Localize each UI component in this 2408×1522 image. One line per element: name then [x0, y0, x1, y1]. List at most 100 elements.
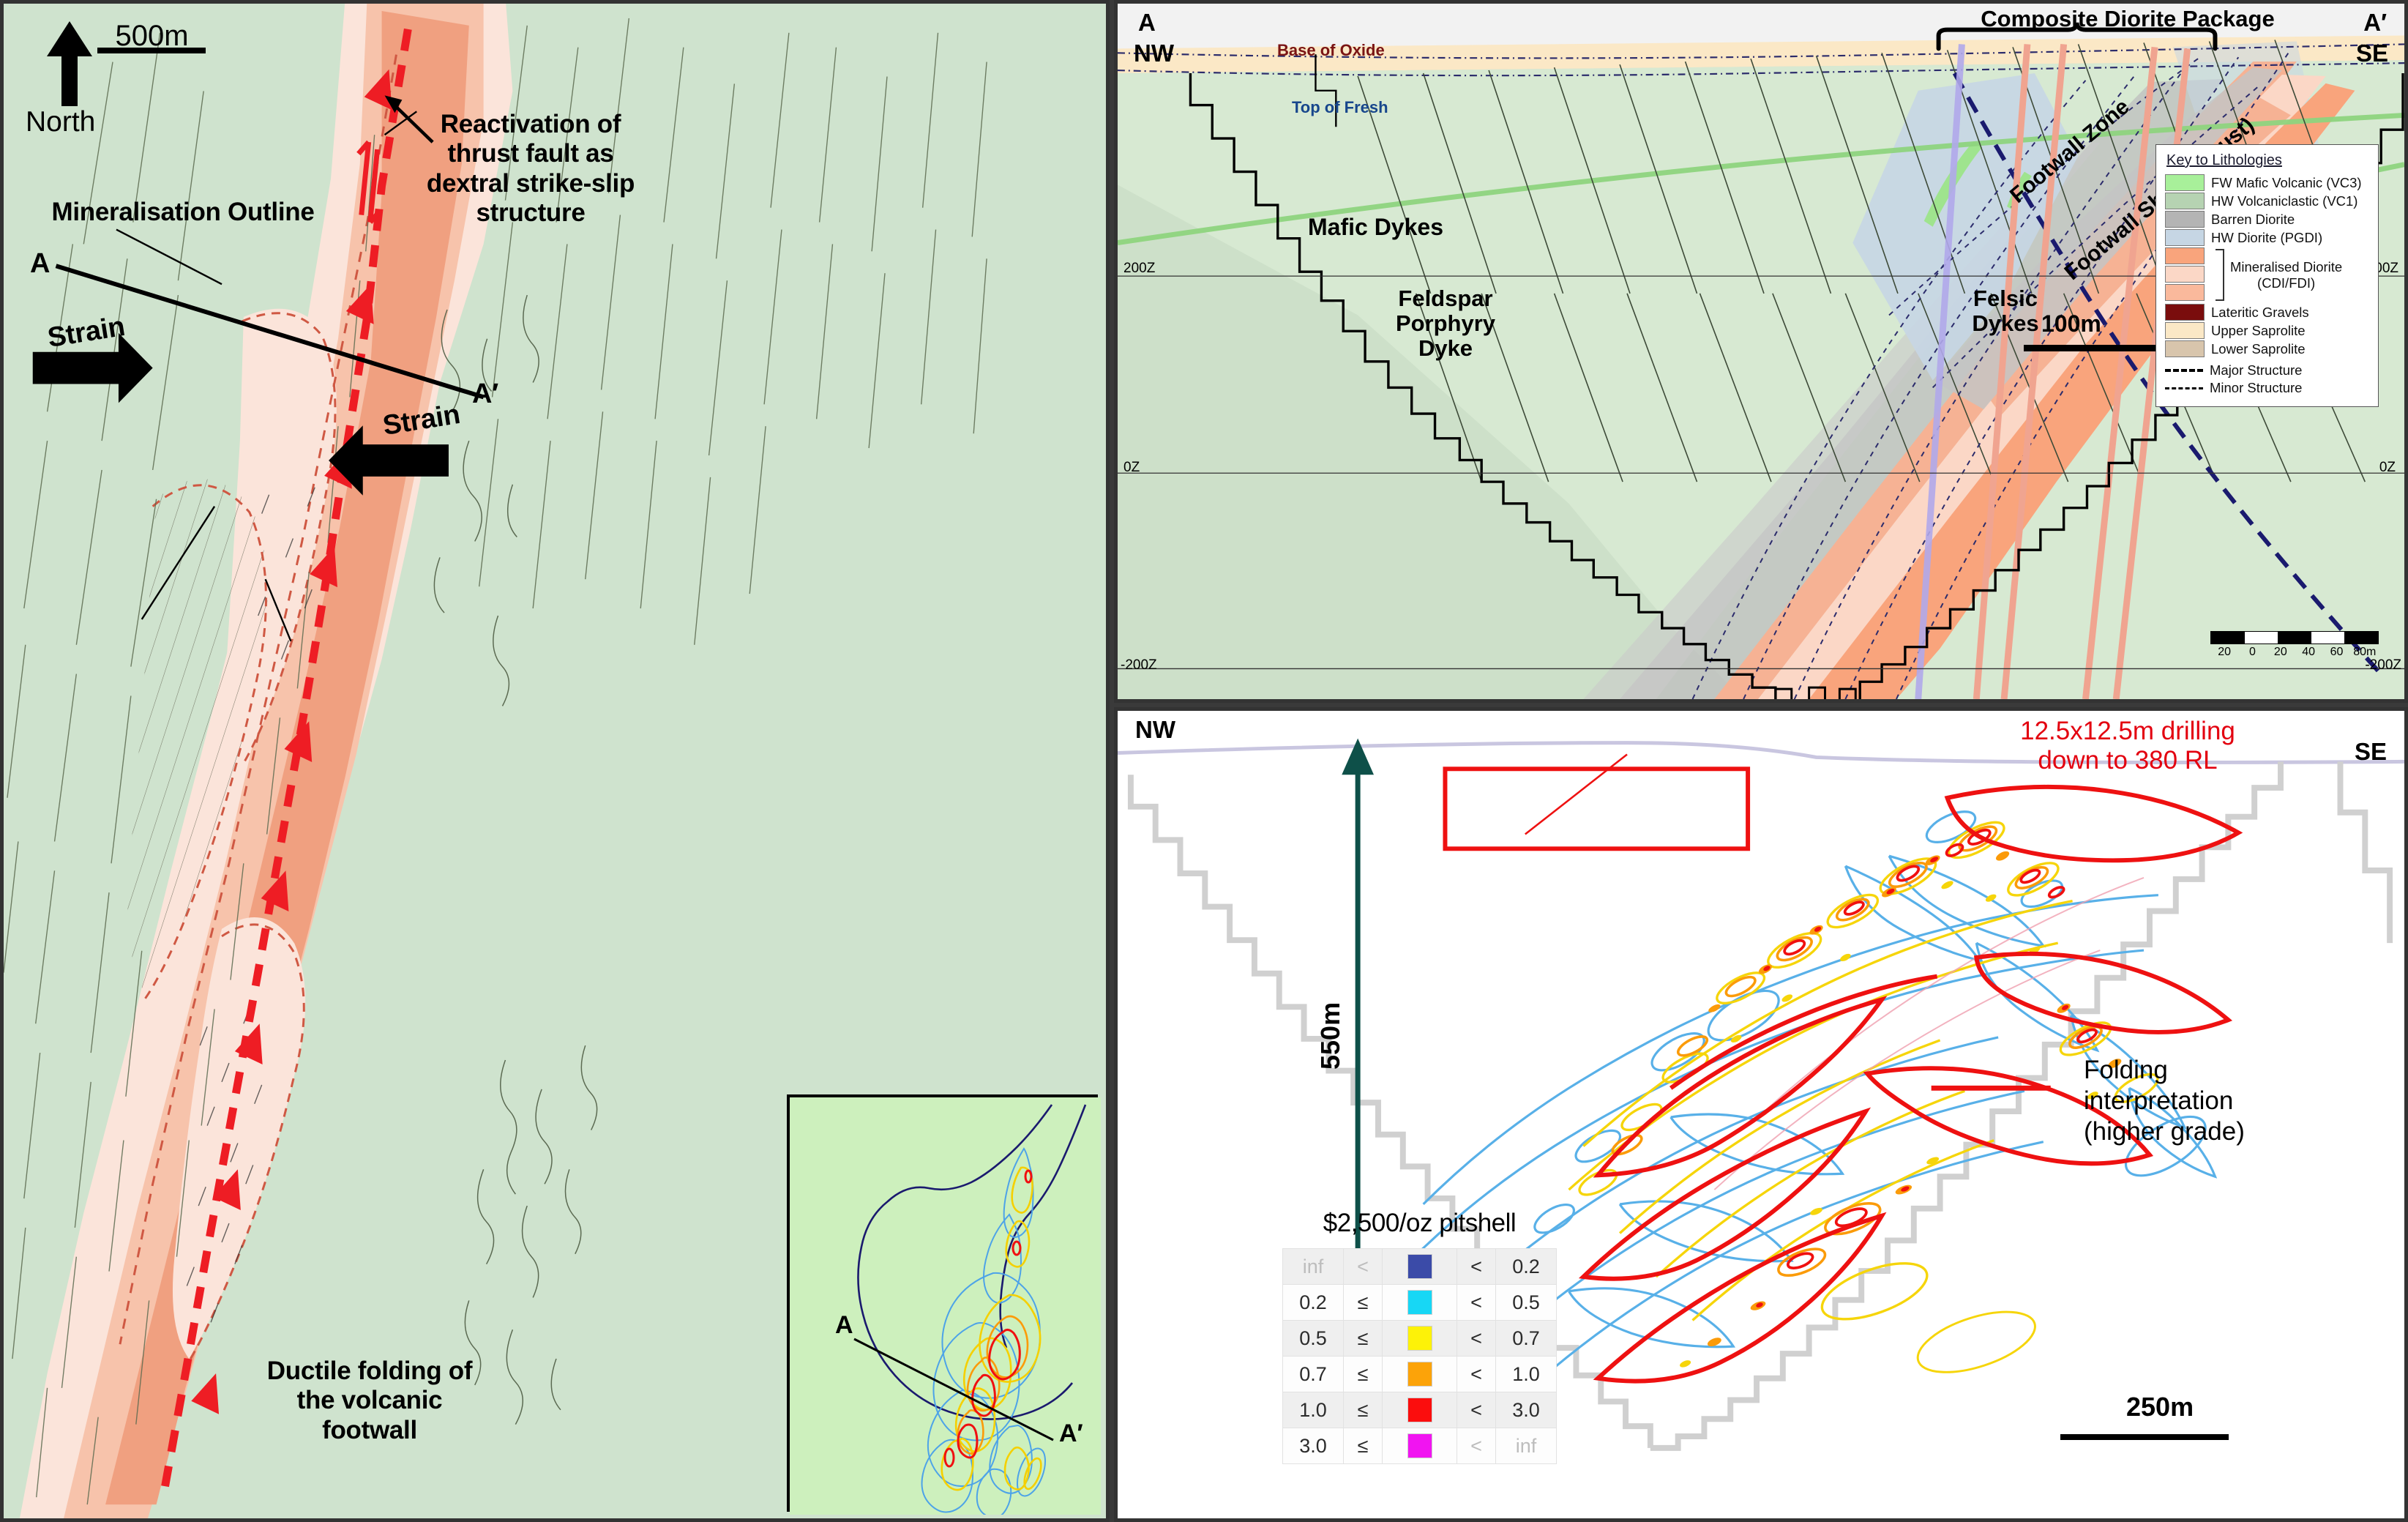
folding-interpretation-note: Folding interpretation (higher grade) — [2084, 1056, 2245, 1146]
grade-high-value: 3.0 — [1495, 1392, 1557, 1428]
grade-section-corner-nw: NW — [1135, 716, 1175, 743]
legend-swatch — [2165, 229, 2205, 246]
feldspar-porphyry-dyke-label: Feldspar Porphyry Dyke — [1395, 286, 1496, 362]
legend-label: Lower Saprolite — [2211, 340, 2306, 357]
section-corner-a: A — [1138, 9, 1156, 36]
grade-section-scale-bar — [2060, 1434, 2229, 1440]
section-line-start-label: A — [30, 248, 51, 279]
scale-bar-blocks — [2210, 631, 2379, 644]
grade-high-value: 0.2 — [1495, 1248, 1557, 1285]
legend-label: HW Diorite (PGDI) — [2211, 229, 2323, 245]
grade-high-value: 1.0 — [1495, 1356, 1557, 1392]
grade-low-operator: ≤ — [1343, 1392, 1383, 1428]
grade-high-value: inf — [1495, 1428, 1557, 1464]
depth-tick-200z-left: 200Z — [1123, 261, 1156, 276]
scale-tick: 20 — [2273, 646, 2287, 658]
grade-color-swatch — [1382, 1392, 1457, 1428]
grade-color-swatch — [1382, 1356, 1457, 1392]
felsic-dykes-label: Felsic Dykes — [1972, 286, 2039, 337]
annotation-mineralisation-outline: Mineralisation Outline — [51, 198, 315, 226]
section-checker-scale-bar: 20 0 20 40 60 80m — [2210, 631, 2379, 659]
scale-tick: 80m — [2353, 646, 2377, 658]
annotation-reactivation: Reactivation of thrust fault as dextral … — [426, 110, 635, 227]
grade-section-scale-label: 250m — [2126, 1392, 2194, 1422]
composite-diorite-bracket-label: Composite Diorite Package — [1981, 6, 2275, 31]
legend-swatch — [2165, 266, 2205, 283]
mafic-dykes-label: Mafic Dykes — [1308, 214, 1443, 240]
scale-tick: 20 — [2218, 646, 2232, 658]
pitshell-title: $2,500/oz pitshell — [1323, 1209, 1517, 1237]
grade-low-operator: ≤ — [1343, 1320, 1383, 1357]
grade-low-value: 1.0 — [1282, 1392, 1344, 1428]
grade-bin-row: inf<<0.2 — [1282, 1248, 1557, 1285]
plan-map-panel: North 500m Reactivation of thrust fault … — [0, 0, 1110, 1522]
inset-section-end-label: A′ — [1059, 1420, 1083, 1447]
legend-item: Upper Saprolite — [2165, 322, 2369, 339]
grade-section-corner-se: SE — [2354, 738, 2387, 765]
section-scale-bar — [2024, 345, 2163, 351]
inset-location-map: A A′ — [787, 1094, 1101, 1515]
depth-tick-0z-right: 0Z — [2379, 460, 2396, 475]
section-line-end-label: A′ — [472, 378, 498, 409]
lithology-legend: Key to Lithologies FW Mafic Volcanic (VC… — [2155, 144, 2379, 407]
top-of-fresh-label: Top of Fresh — [1292, 98, 1388, 116]
section-scale-label: 100m — [2041, 310, 2101, 337]
grade-low-value: 0.7 — [1282, 1356, 1344, 1392]
scale-tick: 40 — [2302, 646, 2316, 658]
grade-color-swatch — [1382, 1320, 1457, 1357]
grade-color-swatch — [1382, 1248, 1457, 1285]
grade-color-swatch — [1382, 1428, 1457, 1464]
grade-bin-row: 0.5≤<0.7 — [1282, 1320, 1557, 1357]
grade-bin-row: 1.0≤ <3.0 — [1282, 1392, 1557, 1428]
inset-section-start-label: A — [835, 1311, 853, 1339]
grade-low-value: 0.5 — [1282, 1320, 1344, 1357]
grade-high-operator: < — [1457, 1392, 1496, 1428]
grade-low-operator: ≤ — [1343, 1428, 1383, 1464]
annotation-ductile-folding: Ductile folding of the volcanic footwall — [266, 1357, 473, 1444]
scale-tick: 0 — [2249, 646, 2256, 658]
plan-scale-label: 500m — [115, 20, 189, 52]
grade-low-operator: ≤ — [1343, 1284, 1383, 1321]
depth-extent-label: 550m — [1315, 1001, 1345, 1070]
legend-swatch — [2165, 247, 2205, 264]
grade-bin-row: 0.7≤<1.0 — [1282, 1356, 1557, 1392]
grade-bin-row: 3.0≤<inf — [1282, 1428, 1557, 1464]
grade-low-value: 0.2 — [1282, 1284, 1344, 1321]
legend-swatch — [2165, 193, 2205, 209]
legend-item: Barren Diorite — [2165, 211, 2369, 228]
grade-high-operator: < — [1457, 1248, 1496, 1285]
legend-item-minor-structure: Minor Structure — [2165, 380, 2369, 396]
legend-label: FW Mafic Volcanic (VC3) — [2211, 174, 2362, 190]
legend-label: Mineralised Diorite (CDI/FDI) — [2230, 259, 2343, 291]
legend-swatch — [2165, 284, 2205, 301]
legend-item: HW Diorite (PGDI) — [2165, 229, 2369, 246]
legend-swatch — [2165, 304, 2205, 321]
grade-low-value: 3.0 — [1282, 1428, 1344, 1464]
legend-item: Lateritic Gravels — [2165, 304, 2369, 321]
section-corner-se: SE — [2355, 40, 2388, 67]
legend-label: HW Volcaniclastic (VC1) — [2211, 193, 2358, 209]
legend-item: Lower Saprolite — [2165, 340, 2369, 357]
plan-map-graphics — [4, 4, 1106, 1518]
cross-section-grade-panel: NW SE 12.5x12.5m drilling down to 380 RL… — [1114, 707, 2408, 1522]
section-corner-nw: NW — [1134, 40, 1174, 67]
legend-label: Major Structure — [2210, 362, 2303, 378]
legend-item-mineralised-group: Mineralised Diorite (CDI/FDI) — [2165, 247, 2369, 302]
legend-title: Key to Lithologies — [2166, 152, 2282, 168]
legend-label: Upper Saprolite — [2211, 322, 2306, 338]
legend-item: HW Volcaniclastic (VC1) — [2165, 193, 2369, 209]
legend-label: Lateritic Gravels — [2211, 304, 2309, 320]
legend-label: Barren Diorite — [2211, 211, 2295, 227]
inset-graphics — [790, 1097, 1101, 1515]
grade-low-value: inf — [1282, 1248, 1344, 1285]
section-corner-a-prime: A′ — [2363, 9, 2387, 36]
cross-section-lithology-panel: A NW A′ SE Composite Diorite Package Bas… — [1114, 0, 2408, 703]
grade-high-value: 0.7 — [1495, 1320, 1557, 1357]
grade-low-operator: ≤ — [1343, 1356, 1383, 1392]
grade-high-value: 0.5 — [1495, 1284, 1557, 1321]
grade-bin-row: 0.2≤<0.5 — [1282, 1284, 1557, 1321]
depth-tick-neg200z-right: -200Z — [2365, 657, 2401, 673]
legend-swatch — [2165, 322, 2205, 339]
